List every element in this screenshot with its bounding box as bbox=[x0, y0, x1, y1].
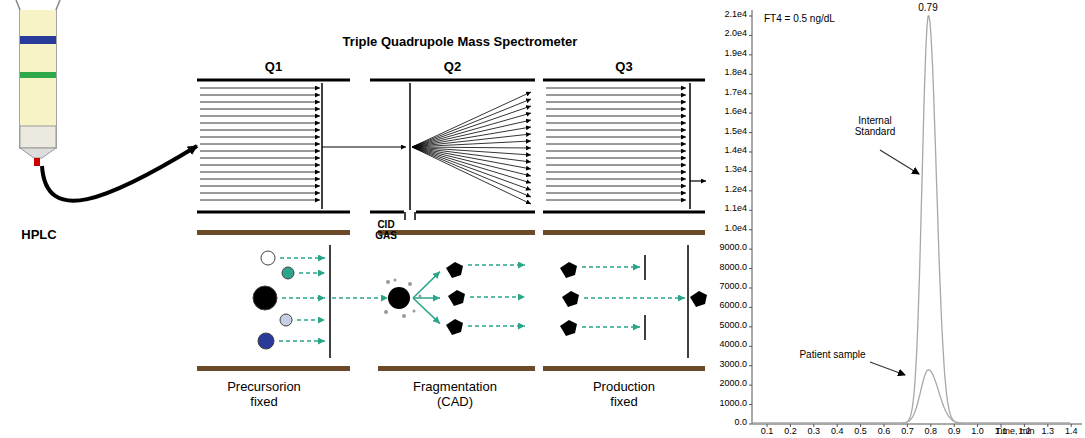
axis-tick-label: 2.1e4 bbox=[700, 10, 747, 19]
axis-tick-label: 5000.0 bbox=[700, 321, 747, 330]
axis-tick-label: 1.6e4 bbox=[700, 107, 747, 116]
axis-tick-label: 0.9 bbox=[942, 427, 966, 436]
axis-tick-label: 1000.0 bbox=[700, 399, 747, 408]
stage-caption: Fragmentation (CAD) bbox=[400, 380, 510, 410]
axis-tick-label: 9000.0 bbox=[700, 243, 747, 252]
axis-tick-label: 2000.0 bbox=[700, 379, 747, 388]
trace-label: Internal Standard bbox=[840, 116, 910, 137]
quadrupole-box: Q1 bbox=[197, 80, 350, 212]
axis-tick-label: 6000.0 bbox=[700, 301, 747, 310]
result-note: FT4 = 0.5 ng/dL bbox=[764, 14, 874, 25]
axis-tick-label: 0.7 bbox=[895, 427, 919, 436]
axis-tick-label: 1.4 bbox=[1059, 427, 1083, 436]
quadrupole-box: Q3 bbox=[543, 80, 705, 212]
chromatogram bbox=[749, 10, 1082, 427]
axis-tick-label: 1.0 bbox=[966, 427, 990, 436]
axis-tick-label: 1.3e4 bbox=[700, 165, 747, 174]
axis-tick-label: 7000.0 bbox=[700, 282, 747, 291]
collision-cell-box: Q2 bbox=[370, 80, 535, 212]
node-heading: Q1 bbox=[197, 60, 350, 75]
axis-tick-label: 1.9e4 bbox=[700, 49, 747, 58]
axis-tick-label: 0.8 bbox=[919, 427, 943, 436]
hplc-column bbox=[16, 0, 60, 166]
axis-tick-label: 1.2e4 bbox=[700, 185, 747, 194]
axis-tick-label: 0.2 bbox=[778, 427, 802, 436]
hplc-column-node: HPLC bbox=[14, 0, 64, 166]
node-heading: Q3 bbox=[543, 60, 705, 75]
peak-time: 0.79 bbox=[912, 3, 944, 14]
trace-label: Patient sample bbox=[790, 350, 875, 361]
axis-tick-label: 1.1e4 bbox=[700, 204, 747, 213]
axis-tick-label: 1.5e4 bbox=[700, 127, 747, 136]
flow-connector bbox=[42, 146, 197, 201]
gas-label: CID GAS bbox=[371, 220, 401, 241]
axis-tick-label: 1.7e4 bbox=[700, 88, 747, 97]
axis-tick-label: 8000.0 bbox=[700, 263, 747, 272]
stage-caption: Precursorion fixed bbox=[214, 380, 314, 410]
diagram-title: Triple Quadrupole Mass Spectrometer bbox=[280, 35, 640, 50]
axis-tick-label: 0.3 bbox=[802, 427, 826, 436]
ion-illustration bbox=[197, 230, 707, 371]
axis-tick-label: 1.8e4 bbox=[700, 68, 747, 77]
axis-tick-label: 2.0e4 bbox=[700, 29, 747, 38]
axis-tick-label: 1.0e4 bbox=[700, 224, 747, 233]
node-heading: HPLC bbox=[8, 228, 70, 243]
axis-tick-label: 0.0 bbox=[700, 418, 747, 427]
axis-tick-label: 1.3 bbox=[1036, 427, 1060, 436]
axis-tick-label: 3000.0 bbox=[700, 360, 747, 369]
quadrupole-rods bbox=[197, 80, 706, 220]
axis-tick-label: 0.1 bbox=[755, 427, 779, 436]
axis-tick-label: 0.5 bbox=[849, 427, 873, 436]
axis-title: Time, min bbox=[985, 427, 1045, 436]
axis-tick-label: 0.4 bbox=[825, 427, 849, 436]
axis-tick-label: 1.4e4 bbox=[700, 146, 747, 155]
node-heading: Q2 bbox=[370, 60, 535, 75]
stage-caption: Production fixed bbox=[578, 380, 670, 410]
axis-tick-label: 4000.0 bbox=[700, 340, 747, 349]
axis-tick-label: 0.6 bbox=[872, 427, 896, 436]
